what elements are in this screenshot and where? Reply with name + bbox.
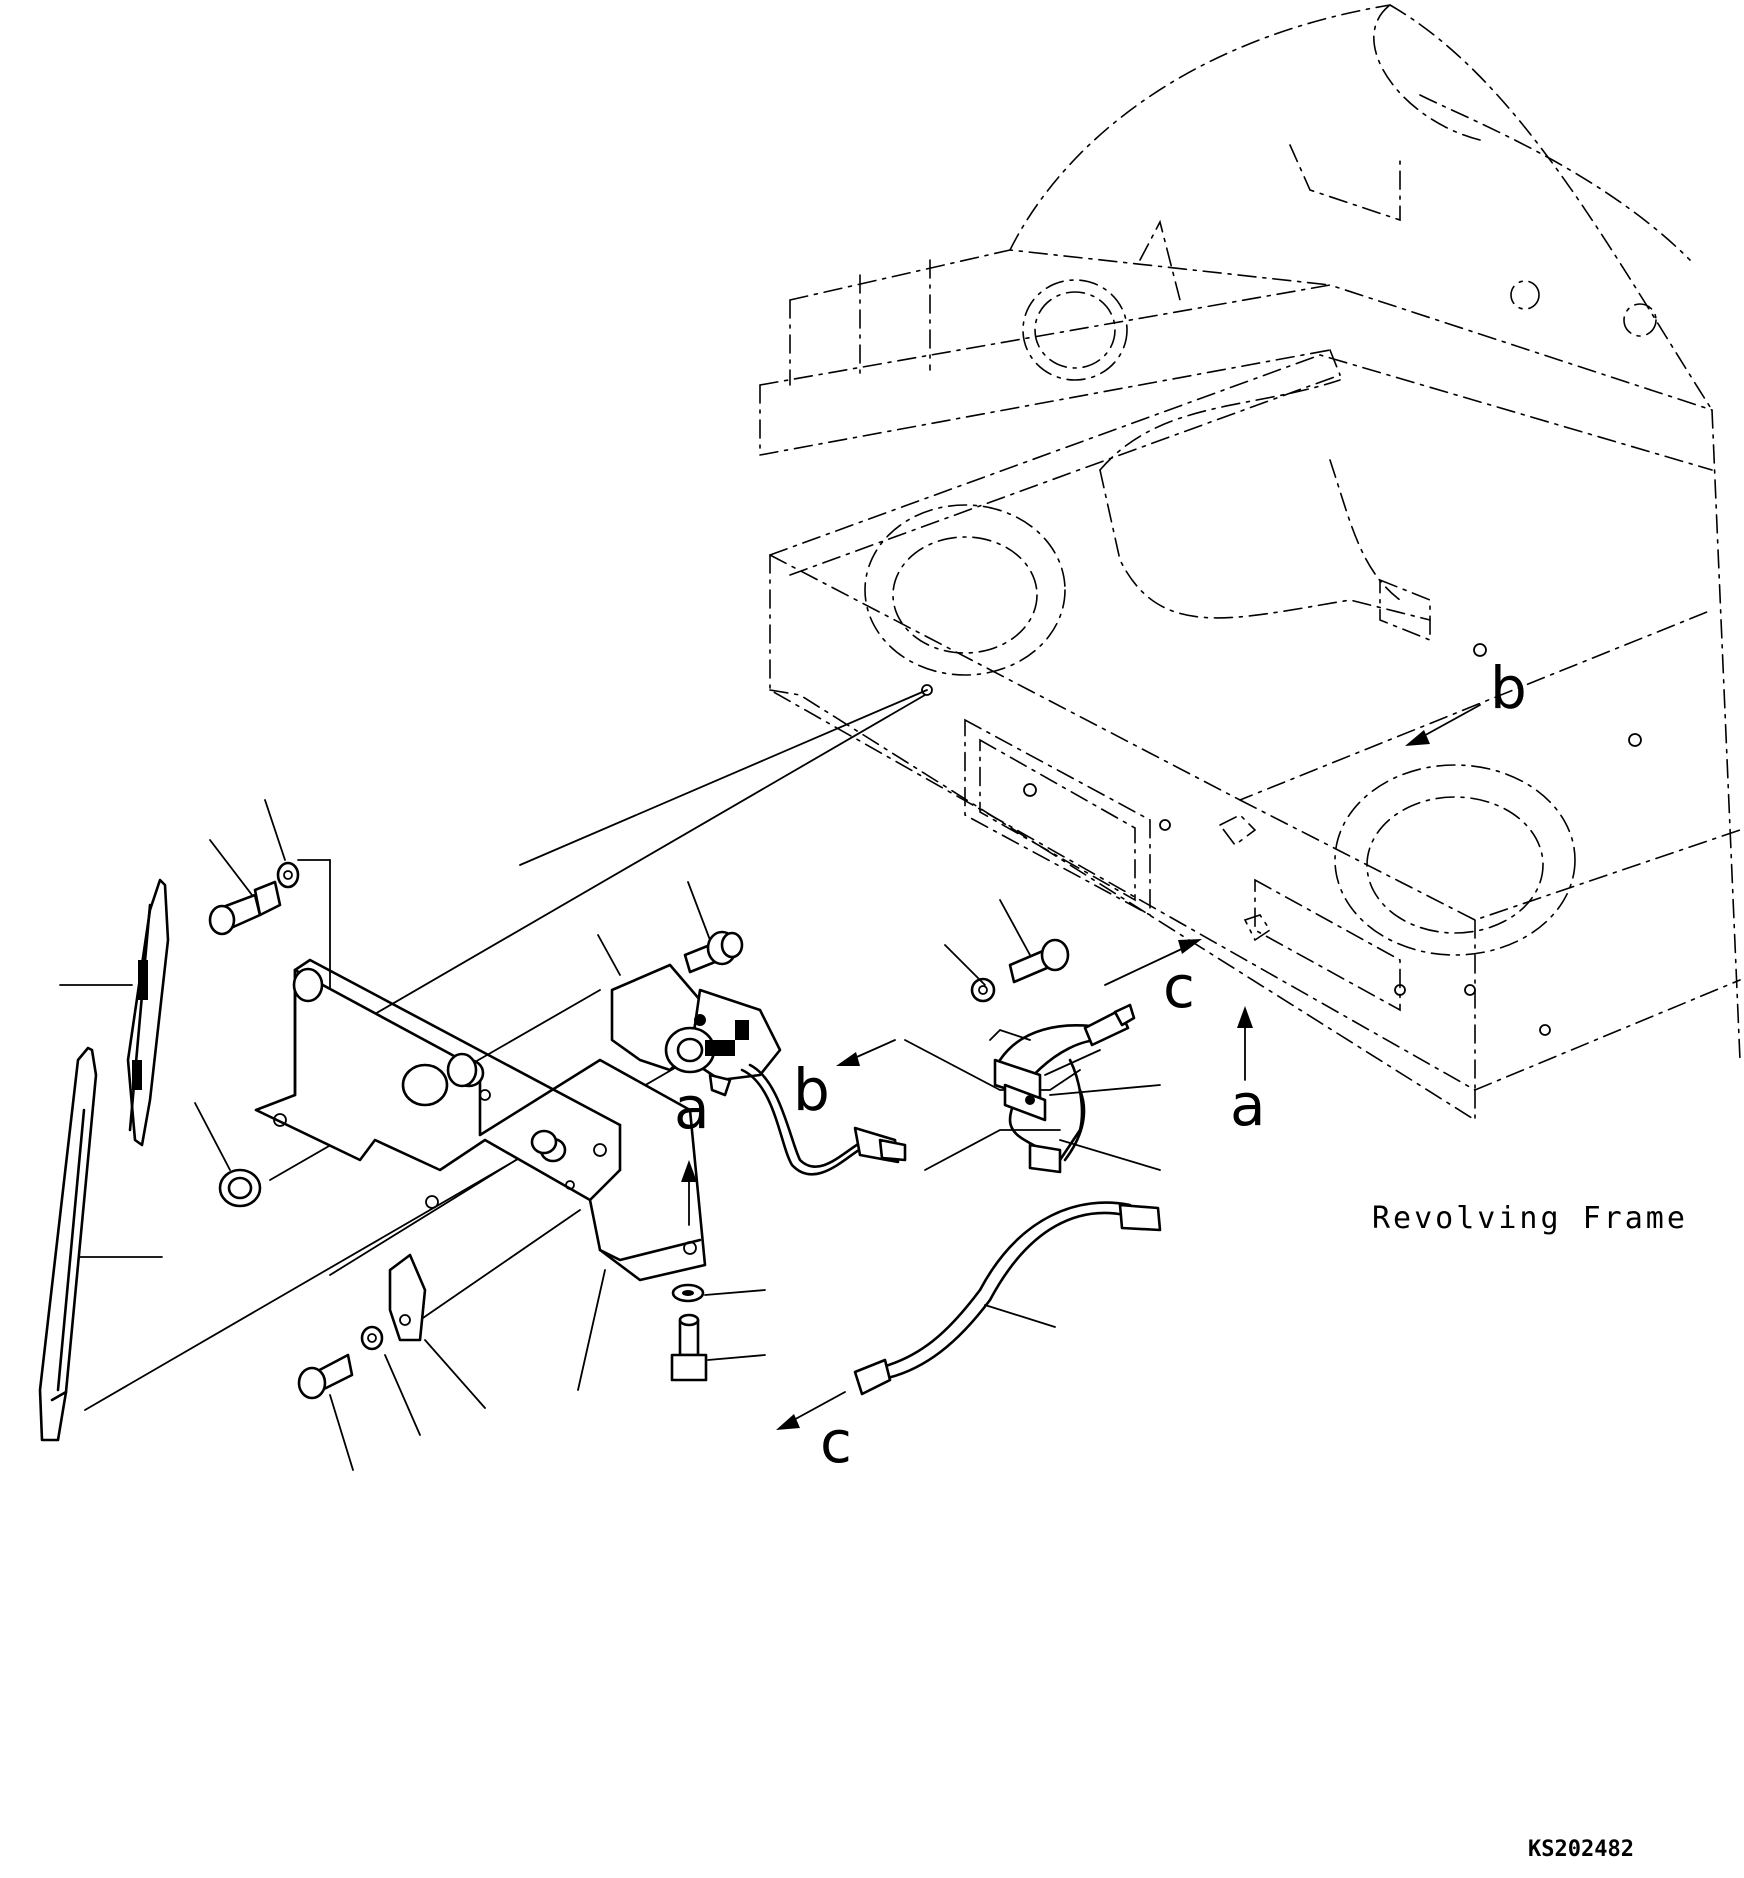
fasteners — [208, 861, 1070, 1400]
ref-c-harness: c — [820, 1408, 852, 1476]
harnesses — [740, 1003, 1162, 1396]
wiper-motor — [610, 963, 782, 1097]
ref-c-frame: c — [1163, 953, 1195, 1021]
revolving-frame — [759, 4, 1741, 1121]
ref-a-motor: a — [674, 1074, 710, 1142]
wiper-arm — [38, 1046, 98, 1442]
connection-arrows — [681, 704, 1481, 1430]
callout-leaders — [59, 799, 1161, 1471]
ref-a-frame: a — [1230, 1071, 1266, 1139]
ref-b-frame: b — [1490, 654, 1527, 722]
ref-b-motor: b — [793, 1056, 830, 1124]
revolving-frame-label: Revolving Frame — [1372, 1201, 1688, 1236]
drawing-code: KS202482 — [1528, 1837, 1634, 1862]
wiper-bracket — [254, 958, 707, 1282]
assembly-lines — [84, 689, 1081, 1411]
wiper-blade — [126, 878, 170, 1147]
